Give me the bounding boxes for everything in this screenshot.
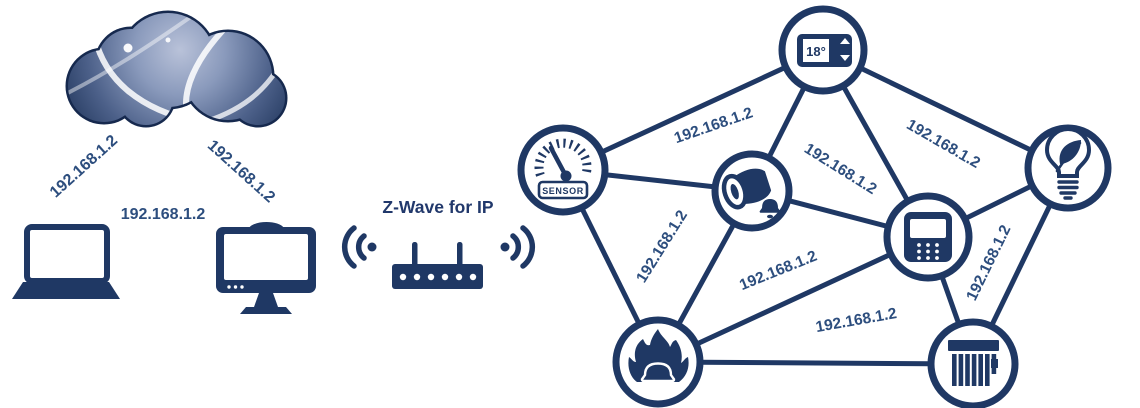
ip-label-firealarm-panel: 192.168.1.2 bbox=[737, 248, 819, 294]
window-blinds-icon bbox=[948, 340, 999, 386]
node-control-panel bbox=[883, 192, 973, 282]
link-firealarm-blinds bbox=[657, 359, 974, 367]
megaphone-bell-icon bbox=[721, 168, 781, 219]
thermostat-icon: 18° bbox=[797, 34, 852, 67]
wifi-waves-right-icon bbox=[510, 225, 536, 269]
ip-label-thermostat-lightbulb: 192.168.1.2 bbox=[904, 116, 983, 172]
wifi-router-icon bbox=[341, 225, 536, 289]
router-antenna-right bbox=[457, 242, 463, 267]
zwave-title: Z-Wave for IP bbox=[382, 197, 493, 217]
node-lightbulb bbox=[1024, 124, 1112, 212]
gauge-sensor-icon: SENSOR bbox=[534, 138, 592, 200]
eco-lightbulb-icon bbox=[1044, 127, 1092, 200]
ip-label-laptop-monitor: 192.168.1.2 bbox=[121, 206, 206, 223]
cloud-sparkle-small bbox=[165, 37, 171, 43]
cloud-sparkle bbox=[123, 43, 133, 53]
link-firealarm-panel bbox=[656, 234, 930, 365]
mesh-links bbox=[560, 47, 1071, 367]
ip-label-thermostat-sensor: 192.168.1.2 bbox=[672, 104, 755, 147]
wifi-waves-left-icon bbox=[341, 225, 367, 269]
ip-label-cloud-laptop: 192.168.1.2 bbox=[47, 132, 121, 201]
node-fire-alarm bbox=[612, 316, 704, 408]
node-sensor: SENSOR bbox=[517, 124, 609, 216]
ip-label-thermostat-panel: 192.168.1.2 bbox=[801, 140, 879, 198]
router-leds bbox=[399, 273, 477, 281]
node-siren bbox=[711, 150, 793, 232]
flame-bell-icon bbox=[628, 329, 689, 391]
ip-label-cloud-monitor: 192.168.1.2 bbox=[204, 137, 278, 206]
sensor-label: SENSOR bbox=[542, 186, 584, 196]
link-thermostat-lightbulb bbox=[821, 47, 1070, 171]
cloud-icon bbox=[65, 10, 288, 128]
monitor-icon bbox=[216, 222, 316, 314]
blinds-pull-tab bbox=[991, 359, 998, 368]
laptop-icon bbox=[12, 224, 120, 299]
router-antenna-left bbox=[412, 242, 418, 267]
ip-label-sensor-firealarm: 192.168.1.2 bbox=[633, 207, 691, 285]
keypad-panel-icon bbox=[904, 212, 952, 262]
node-blinds bbox=[927, 318, 1019, 408]
ip-label-firealarm-blinds: 192.168.1.2 bbox=[814, 305, 898, 336]
link-thermostat-sensor bbox=[561, 47, 825, 173]
node-thermostat: 18° bbox=[778, 5, 868, 95]
router-body bbox=[392, 264, 483, 289]
thermostat-display: 18° bbox=[806, 44, 826, 59]
